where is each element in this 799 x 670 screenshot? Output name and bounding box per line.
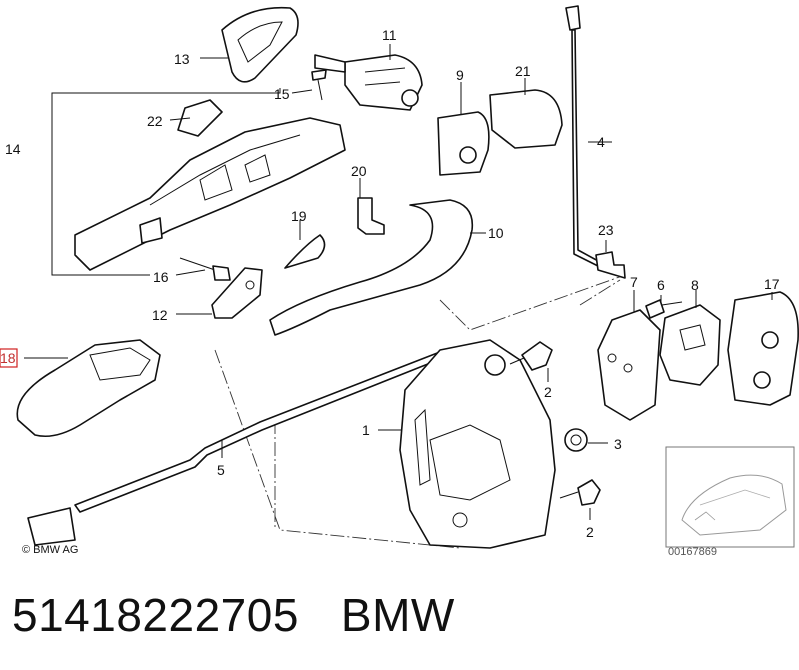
callout-19: 19: [291, 208, 307, 224]
part-23-clip: [595, 251, 626, 279]
leader-lines: [24, 44, 773, 520]
part-number: 51418222705: [12, 589, 299, 641]
callout-14: 14: [5, 141, 21, 157]
car-thumbnail: [665, 446, 795, 548]
callout-6: 6: [657, 277, 665, 293]
part-14-handle-carrier: [74, 117, 346, 271]
part-21-cap: [489, 89, 563, 149]
callout-9: 9: [456, 67, 464, 83]
part-19-gasket: [284, 234, 326, 269]
image-number: 00167869: [668, 546, 717, 558]
part-13-handle-bezel: [221, 6, 299, 83]
copyright-text: © BMW AG: [22, 544, 78, 556]
callout-23: 23: [598, 222, 614, 238]
part-22-clip: [177, 99, 223, 137]
callout-7: 7: [630, 274, 638, 290]
footer-caption: 51418222705 BMW: [12, 580, 455, 650]
part-20-clip: [357, 197, 385, 235]
part-9-cap: [437, 111, 490, 176]
callout-8: 8: [691, 277, 699, 293]
callout-2-lower: 2: [586, 524, 594, 540]
callout-18: 18: [0, 350, 16, 366]
part-2-screw-lower: [559, 479, 601, 506]
callout-16: 16: [153, 269, 169, 285]
part-10-outer-handle: [269, 199, 474, 336]
part-17-plate: [727, 291, 799, 406]
callout-21: 21: [515, 63, 531, 79]
callout-1: 1: [362, 422, 370, 438]
part-11-lock-cylinder: [314, 54, 423, 111]
part-15-screw: [311, 69, 327, 101]
part-12-seal: [211, 267, 263, 319]
brand-name: BMW: [340, 589, 455, 641]
callout-labels: 13 11 9 21 4 15 22 14 20 19 10 23 16 12 …: [0, 27, 780, 540]
part-18-inner-handle: [16, 339, 161, 438]
part-3-grommet: [564, 428, 588, 452]
part-1-door-lock: [399, 339, 556, 549]
callout-12: 12: [152, 307, 168, 323]
callout-4: 4: [597, 134, 605, 150]
part-8-striker: [659, 304, 721, 386]
part-6-screw: [645, 299, 683, 319]
callout-2-upper: 2: [544, 384, 552, 400]
callout-15: 15: [274, 86, 290, 102]
part-7-gasket-plate: [597, 309, 661, 421]
callout-5: 5: [217, 462, 225, 478]
part-4-rod: [565, 5, 601, 267]
callout-20: 20: [351, 163, 367, 179]
callout-10: 10: [488, 225, 504, 241]
part-16-screw: [179, 257, 231, 281]
callout-17: 17: [764, 276, 780, 292]
assembly-lines: [214, 274, 626, 549]
callout-13: 13: [174, 51, 190, 67]
callout-3: 3: [614, 436, 622, 452]
callout-11: 11: [382, 27, 397, 43]
part-5-cable: [27, 349, 449, 546]
callout-22: 22: [147, 113, 163, 129]
part-2-screw-upper: [509, 341, 553, 371]
parts-diagram: 13 11 9 21 4 15 22 14 20 19 10 23 16 12 …: [0, 5, 799, 558]
